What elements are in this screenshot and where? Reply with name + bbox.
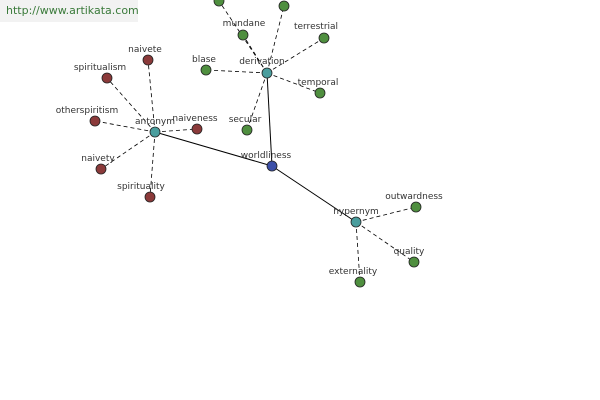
edge-antonym-naivete [147, 59, 156, 133]
edge-root-derivation [266, 72, 273, 167]
relation-label-hypernym: hypernym [333, 207, 379, 217]
leaf-node-naivete[interactable] [142, 54, 154, 66]
edge-antonym-spirituality [149, 131, 156, 198]
edge-antonym-naiveness [154, 128, 198, 133]
leaf-node-terrestrial[interactable] [318, 32, 330, 44]
edge-root-hypernym [271, 165, 357, 223]
nodes-layer [89, 0, 422, 288]
leaf-label-blase: blase [192, 55, 216, 65]
relation-label-antonym: antonym [135, 117, 175, 127]
edge-derivation-secular [246, 72, 268, 131]
leaf-label-spiritualism: spiritualism [74, 63, 126, 73]
edge-antonym-otherspiritism [94, 120, 156, 133]
leaf-node-externality[interactable] [354, 276, 366, 288]
edge-derivation-blase [205, 69, 268, 74]
edge-derivation-terrestrial [266, 37, 325, 74]
root-label: worldliness [241, 151, 292, 161]
edge-root-antonym [154, 131, 273, 167]
leaf-label-naivety: naivety [81, 154, 115, 164]
leaf-node-naiveness[interactable] [191, 123, 203, 135]
leaf-node-spiritualism[interactable] [101, 72, 113, 84]
leaf-label-mundane: mundane [223, 19, 266, 29]
edge-hypernym-quality [355, 221, 415, 263]
leaf-label-secular: secular [229, 115, 262, 125]
relation-node-derivation[interactable] [261, 67, 273, 79]
leaf-label-outwardness: outwardness [385, 192, 443, 202]
leaf-label-naiveness: naiveness [172, 114, 218, 124]
edges-layer [94, 0, 417, 283]
leaf-label-spirituality: spirituality [117, 182, 165, 192]
edge-antonym-naivety [100, 131, 156, 170]
edge-derivation-offscreen-b [266, 5, 285, 74]
leaf-node-temporal[interactable] [314, 87, 326, 99]
leaf-label-externality: externality [329, 267, 378, 277]
leaf-label-temporal: temporal [298, 78, 339, 88]
leaf-label-otherspiritism: otherspiritism [56, 106, 119, 116]
leaf-node-outwardness[interactable] [410, 201, 422, 213]
relation-label-derivation: derivation [239, 57, 285, 67]
leaf-node-naivety[interactable] [95, 163, 107, 175]
leaf-node-offscreen-a[interactable] [213, 0, 225, 7]
leaf-node-quality[interactable] [408, 256, 420, 268]
leaf-label-quality: quality [394, 247, 425, 257]
leaf-node-offscreen-b[interactable] [278, 0, 290, 12]
leaf-label-naivete: naivete [128, 45, 162, 55]
edge-hypernym-outwardness [355, 206, 417, 223]
relation-node-antonym[interactable] [149, 126, 161, 138]
relation-node-hypernym[interactable] [350, 216, 362, 228]
leaf-node-blase[interactable] [200, 64, 212, 76]
leaf-node-spirituality[interactable] [144, 191, 156, 203]
watermark-url: http://www.artikata.com [0, 0, 139, 22]
leaf-node-otherspiritism[interactable] [89, 115, 101, 127]
root-node[interactable] [266, 160, 278, 172]
leaf-label-terrestrial: terrestrial [294, 22, 338, 32]
leaf-node-secular[interactable] [241, 124, 253, 136]
edge-antonym-spiritualism [106, 77, 156, 133]
edge-hypernym-externality [355, 221, 361, 283]
leaf-node-mundane[interactable] [237, 29, 249, 41]
edge-derivation-temporal [266, 72, 321, 94]
edge-derivation-mundane [242, 34, 268, 74]
